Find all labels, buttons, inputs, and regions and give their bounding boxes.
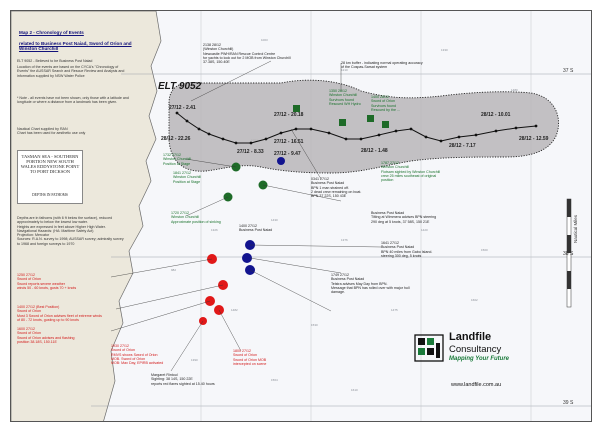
coast-land: [11, 11, 162, 421]
annotation-blue-3: Business Post Naiad Tilting at Wimmera a…: [371, 211, 437, 224]
time-label: 28/12 - 7.17: [449, 143, 476, 149]
green-circle-markers: [223, 162, 268, 202]
time-label: 28/12 - 22.26: [161, 136, 191, 142]
chart-title-box: TASMAN SEA - SOUTHERN PORTION NEW SOUTH …: [17, 150, 83, 204]
nautical-chart: 1326 1430 1376 1420 1500 1482 1530 1475 1602 1…: [10, 10, 592, 422]
blue-circle-markers: [242, 157, 285, 275]
scale-label: Nautical Miles: [573, 214, 578, 243]
annotation-sword-rescue-1: 1350 28/12 Winston Churchill Survivors f…: [329, 89, 361, 106]
elt-track: [176, 112, 537, 144]
annotation-red-2: 1400 27/12 (Best Position) Sword of Orio…: [17, 305, 102, 322]
time-label: 27/12 - 2.41: [169, 105, 196, 111]
annotation-green-mid: 1720 27/12 Winston Churchill Approximate…: [171, 211, 221, 224]
legend-note-events: * Note - all events have not been shown,…: [17, 96, 129, 105]
svg-text:1420: 1420: [421, 228, 428, 232]
annotation-green-left-2: 1841 27/12 Winston Churchill Position at…: [173, 171, 201, 184]
annotation-buffer: 28 km buffer - indicating normal operati…: [341, 61, 423, 70]
svg-text:1210: 1210: [341, 68, 348, 72]
map-title-line1: Map 2 - Chronology of Events: [19, 30, 84, 36]
svg-text:1480: 1480: [511, 88, 518, 92]
elt-track-dots: [175, 111, 538, 145]
annotation-margaret-rintoul: Margaret Rintoul Sighting: 38 14S, 150 2…: [151, 373, 215, 386]
svg-text:1500: 1500: [481, 248, 488, 252]
svg-text:1482: 1482: [231, 308, 238, 312]
lat-label-37: 37 S: [563, 68, 574, 74]
svg-text:1330: 1330: [441, 48, 448, 52]
chart-name: TASMAN SEA - SOUTHERN PORTION NEW SOUTH …: [20, 154, 80, 174]
elt-label: ELT 9052: [158, 81, 202, 92]
svg-text:1602: 1602: [471, 298, 478, 302]
logo-name-line2: Consultancy: [449, 344, 502, 355]
time-label: 27/12 - 16.51: [274, 139, 304, 145]
latitude-lines: [91, 11, 591, 421]
annotation-blue-1: 1641 27/12 Business Post Naiad BPN 40 mi…: [381, 241, 433, 258]
svg-text:982: 982: [171, 268, 176, 272]
svg-text:1475: 1475: [391, 308, 398, 312]
chart-graphics: 1326 1430 1376 1420 1500 1482 1530 1475 1602 1…: [11, 11, 591, 421]
annotation-green-right: 1787 27/12 Winston Churchill Flotsam sig…: [381, 161, 441, 183]
annotation-red-4: 1930 27/12 Sword of Orion RMVS shows Swo…: [111, 344, 164, 366]
landfile-logo: Landfile Consultancy Mapping Your Future…: [411, 327, 531, 397]
time-label: 28/12 - 12.59: [519, 136, 549, 142]
scale-bar: [566, 198, 572, 308]
svg-text:1326: 1326: [211, 228, 218, 232]
annotation-red-3: 1600 27/12 Sword of Orion Sword of Orion…: [17, 327, 75, 344]
logo-url: www.landfile.com.au: [451, 382, 502, 388]
map-title-line2: related to Business Post Naiad, Sword of…: [19, 40, 132, 51]
svg-text:1390: 1390: [191, 358, 198, 362]
svg-text:1530: 1530: [311, 323, 318, 327]
time-label: 28/12 - 1.48: [361, 148, 388, 154]
green-square-markers: [293, 105, 389, 128]
lat-label-39: 39 S: [563, 400, 574, 406]
annotation-bpn-1400: 1400 27/12 Business Post Naiad: [239, 224, 273, 233]
annotation-red-1: 1250 27/12 Sword of Orion Sword reports …: [17, 273, 77, 290]
leader-lines: [110, 60, 382, 372]
svg-text:1610: 1610: [351, 388, 358, 392]
annotation-bpn-flare: 0341 27/12 Business Post Naiad BPN 1 man…: [311, 177, 362, 199]
time-label: 27/12 - 20.18: [274, 112, 304, 118]
annotation-winston-top: 2138 28/12 (Winston Churchill) Newcastle…: [203, 43, 291, 65]
svg-text:1376: 1376: [341, 238, 348, 242]
time-label: 28/12 - 10.01: [481, 112, 511, 118]
legend-note-location: Location of the events are based on the …: [17, 65, 125, 78]
legend-note-depths: Depths are in fathoms (with 6 ft below t…: [17, 216, 124, 246]
logo-name-line1: Landfile: [449, 331, 492, 343]
time-label: 27/12 - 9.47: [274, 151, 301, 157]
annotation-sword-rescue-2: 1400 28/12 Sword of Orion Survivors foun…: [371, 95, 400, 112]
logo-tagline: Mapping Your Future: [449, 356, 509, 362]
svg-text:1564: 1564: [271, 378, 278, 382]
time-label: 27/12 - 8.33: [237, 149, 264, 155]
annotation-green-left: 1732 27/12 Winston Churchill Position at…: [163, 153, 191, 166]
buffer-zone: [168, 79, 559, 174]
annotation-blue-2: 1749 27/12 Business Post Naiad Telstra a…: [331, 273, 410, 295]
legend-note-elt: ELT 9052 - Believed to be Business Post …: [17, 59, 93, 63]
annotation-red-5: 1800 27/12 Sword of Orion Sword of Orion…: [233, 349, 267, 366]
logo-mark-graphic: [414, 334, 444, 362]
svg-text:1003: 1003: [261, 38, 268, 42]
chart-depth-note: DEPTHS IN FATHOMS: [32, 193, 68, 197]
lat-label-38: 38 S: [563, 251, 574, 257]
svg-text:1430: 1430: [271, 218, 278, 222]
map-title: Map 2 - Chronology of Events related to …: [19, 25, 139, 56]
legend-note-chart: Nautical Chart supplied by RAN Chart has…: [17, 127, 86, 136]
